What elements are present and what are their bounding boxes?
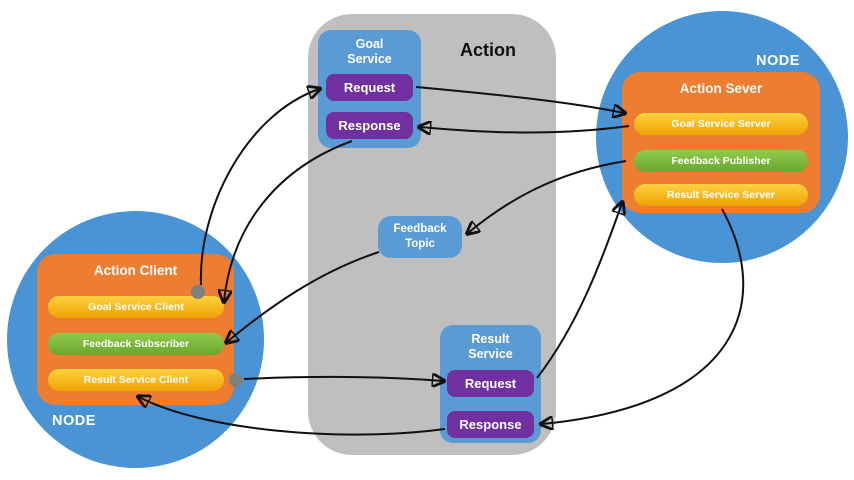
goal-service-server-pill: Goal Service Server (634, 113, 808, 135)
action-server-box: Action Sever Goal Service Server Feedbac… (622, 72, 820, 213)
server-node-label: NODE (756, 53, 800, 69)
goal-service-client-pill: Goal Service Client (48, 296, 224, 318)
result-service-server-pill: Result Service Server (634, 184, 808, 206)
action-server-title: Action Sever (679, 81, 763, 96)
feedback-topic-title: Feedback Topic (393, 223, 447, 250)
action-client-box: Action Client Goal Service Client Feedba… (37, 254, 234, 405)
goal-client-connector-dot (191, 285, 205, 299)
action-container-title: Action (460, 40, 516, 60)
goal-response-box: Response (326, 112, 413, 139)
feedback-topic-box: Feedback Topic (378, 216, 462, 258)
action-client-title: Action Client (93, 263, 178, 278)
result-service-client-pill: Result Service Client (48, 369, 224, 391)
goal-service-box: Goal Service Request Response (318, 30, 421, 148)
feedback-subscriber-pill: Feedback Subscriber (48, 333, 224, 355)
result-response-box: Response (447, 411, 534, 438)
result-service-box: Result Service Request Response (440, 325, 541, 443)
result-client-connector-dot (229, 373, 243, 387)
feedback-publisher-pill: Feedback Publisher (634, 150, 808, 172)
client-node-label: NODE (52, 413, 96, 429)
result-service-title: Result Service (468, 332, 513, 361)
result-request-box: Request (447, 370, 534, 397)
goal-request-box: Request (326, 74, 413, 101)
goal-service-title: Goal Service (347, 37, 392, 66)
